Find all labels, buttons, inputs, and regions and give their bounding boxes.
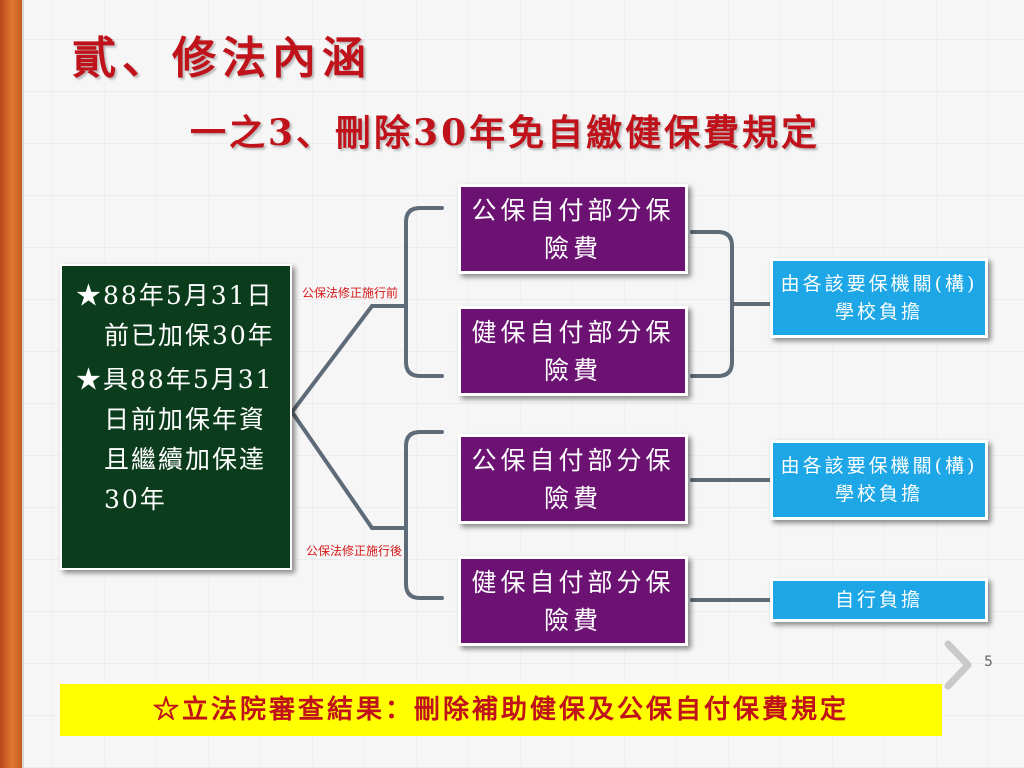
health-insurance-premium-box-after: 健保自付部分保險費 <box>458 556 688 646</box>
slide-subtitle: 一之3、刪除30年免自繳健保費規定 <box>190 112 821 154</box>
chevron-right-icon <box>944 640 972 690</box>
star-icon: ★ <box>76 365 104 394</box>
decorative-sidebar <box>0 0 24 768</box>
note-after-amendment: 公保法修正施行後 <box>306 544 403 558</box>
slide-title: 貳、修法內涵 <box>72 33 372 84</box>
right-bracket-connector <box>690 230 772 378</box>
splitter-connector <box>290 304 374 530</box>
page-number: 5 <box>984 654 993 670</box>
responsibility-box-agency-2: 由各該要保機關(構)學校負擔 <box>770 440 988 520</box>
review-result-banner: ☆立法院審查結果：刪除補助健保及公保自付保費規定 <box>60 684 942 736</box>
eligibility-item: ★具88年5月31日前加保年資且繼續加保達30年 <box>76 365 274 514</box>
responsibility-box-self: 自行負擔 <box>770 578 988 622</box>
upper-bracket-connector <box>370 206 444 378</box>
gov-insurance-premium-box-before: 公保自付部分保險費 <box>458 184 688 274</box>
star-icon: ★ <box>76 281 104 310</box>
gov-insurance-premium-box-after: 公保自付部分保險費 <box>458 434 688 524</box>
lower-bracket-connector <box>370 430 444 600</box>
responsibility-box-agency-1: 由各該要保機關(構)學校負擔 <box>770 258 988 338</box>
eligibility-item: ★88年5月31日前已加保30年 <box>76 281 275 350</box>
note-before-amendment: 公保法修正施行前 <box>302 286 399 300</box>
health-insurance-premium-box-before: 健保自付部分保險費 <box>458 306 688 396</box>
eligibility-box: ★88年5月31日前已加保30年 ★具88年5月31日前加保年資且繼續加保達30… <box>60 264 292 570</box>
